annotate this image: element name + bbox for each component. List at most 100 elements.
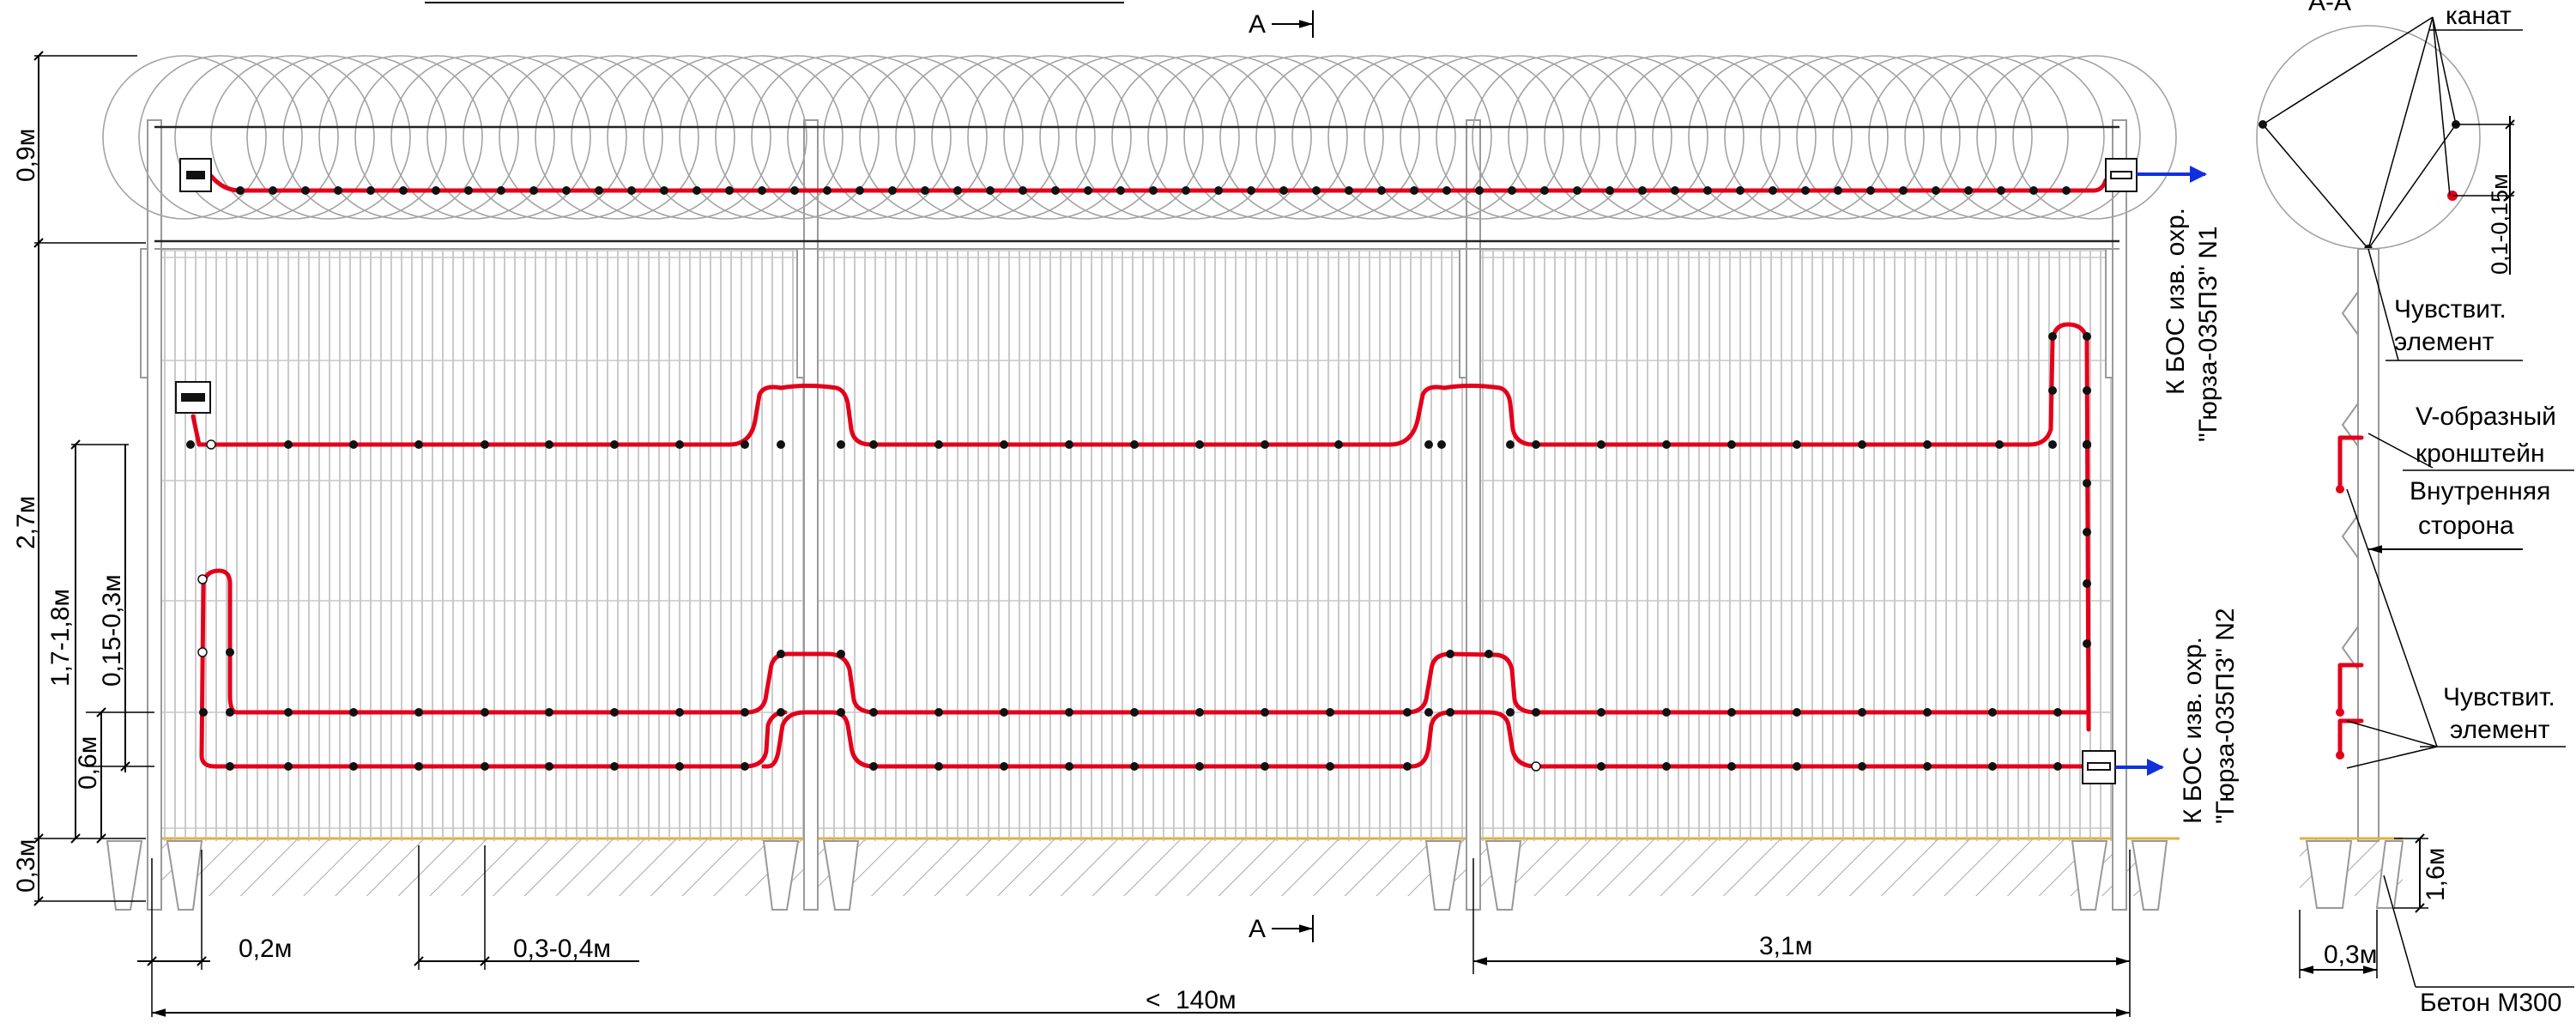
cable-clip	[1988, 708, 1997, 717]
cable-clip	[1051, 186, 1060, 195]
svg-text:0,2м: 0,2м	[239, 935, 292, 963]
cable-clip	[1130, 708, 1139, 717]
svg-text:V-образный: V-образный	[2416, 403, 2556, 431]
cable-clip	[2083, 332, 2091, 341]
cable-clip	[1065, 762, 1073, 771]
cable-clip	[432, 186, 440, 195]
cable-clip	[284, 762, 293, 771]
razor-coil	[1183, 55, 1348, 220]
cable-clip	[349, 440, 358, 449]
razor-coil	[1327, 55, 1492, 220]
razor-coil	[1436, 55, 1600, 220]
razor-coil	[174, 55, 339, 220]
cable-clip	[206, 439, 216, 450]
cable-clip	[1279, 186, 1288, 195]
razor-coil	[823, 55, 988, 220]
cable-clip	[1662, 762, 1671, 771]
cable-clip	[1531, 761, 1541, 772]
svg-text:0,3-0,4м: 0,3-0,4м	[513, 935, 611, 963]
cable-clip	[1403, 708, 1412, 717]
cable-clip	[1437, 440, 1446, 449]
cable-clip	[1508, 186, 1516, 195]
cable-clip	[2053, 762, 2062, 771]
cable-clip	[1923, 708, 1932, 717]
cable-clip	[837, 440, 845, 449]
razor-coil	[895, 55, 1060, 220]
cable-clip	[725, 186, 734, 195]
cable-clip	[1834, 186, 1842, 195]
cable-clip	[1995, 440, 2004, 449]
cable-clip	[1597, 440, 1605, 449]
cable-clip	[1442, 186, 1451, 195]
bottom-dimensions: 0,2м 0,3-0,4м 3,1м < 140м	[137, 845, 2131, 1017]
cable-clip	[197, 574, 208, 584]
cable-clip	[777, 708, 785, 717]
svg-text:К БОС изв. охр.: К БОС изв. охр.	[2162, 208, 2190, 395]
cable-clip	[1671, 186, 1679, 195]
cable-clip	[2083, 639, 2091, 648]
cable-clip	[1703, 186, 1712, 195]
razor-coil	[787, 55, 952, 220]
cable-clip	[869, 708, 878, 717]
razor-coil	[1724, 55, 1889, 220]
cable-clip	[1000, 762, 1008, 771]
razor-coil	[535, 55, 699, 220]
concrete-label: Бетон М300	[2420, 989, 2561, 1017]
svg-text:0,3м: 0,3м	[12, 839, 40, 893]
cable-clip	[1866, 186, 1875, 195]
cable-clip	[1997, 186, 2005, 195]
cable-clip	[1485, 650, 1493, 658]
cable-clip	[741, 440, 749, 449]
svg-text:1,7-1,8м: 1,7-1,8м	[46, 589, 75, 687]
cable-clip	[953, 186, 962, 195]
cable-clip	[986, 186, 995, 195]
razor-coil	[1219, 55, 1384, 220]
svg-text:элемент: элемент	[2394, 328, 2494, 356]
foundation	[166, 840, 203, 911]
cable-clip	[1597, 762, 1605, 771]
cable-clip	[1195, 762, 1204, 771]
cable-clip	[1261, 708, 1269, 717]
razor-coil	[1760, 55, 1925, 220]
rope-label: канат	[2446, 2, 2512, 30]
razor-coil	[318, 55, 483, 220]
cable-clip	[1446, 650, 1454, 658]
cable-clip	[269, 186, 277, 195]
cable-clip	[1000, 708, 1008, 717]
cable-clip	[1597, 708, 1605, 717]
cable-clip	[1065, 708, 1073, 717]
razor-coil	[715, 55, 880, 220]
cable-clip	[1326, 708, 1334, 717]
cable-clip	[934, 762, 943, 771]
cable-clip	[1182, 186, 1190, 195]
cable-clip	[1261, 762, 1269, 771]
cable-clip	[1793, 440, 1801, 449]
output-arrows	[2115, 166, 2207, 776]
cable-clip	[349, 708, 358, 717]
cable-clip	[199, 708, 208, 717]
foundation	[822, 840, 860, 911]
cable-clip	[226, 648, 234, 657]
razor-coil	[426, 55, 591, 220]
cable-clip	[1727, 708, 1736, 717]
cable-clip	[1662, 440, 1671, 449]
cable-clip	[464, 186, 473, 195]
razor-coil	[1868, 55, 2033, 220]
cable-clip	[545, 708, 553, 717]
sensor-cables	[186, 173, 2108, 772]
support-ropes	[154, 125, 2119, 250]
foundation	[106, 840, 143, 911]
cable-clip	[610, 440, 619, 449]
cable-clip	[1532, 708, 1540, 717]
cable-clip	[1727, 440, 1736, 449]
cable-clip	[2083, 579, 2091, 588]
svg-text:0,1-0,15м: 0,1-0,15м	[2487, 173, 2513, 275]
cable-clip	[1326, 762, 1334, 771]
sensor-cable-upper	[190, 322, 2091, 732]
svg-text:1,6м: 1,6м	[2422, 848, 2450, 901]
zone-label-n1: К БОС изв. охр. "Гюрза-035ПЗ" N1	[2162, 208, 2222, 442]
razor-coil	[390, 55, 555, 220]
cable-clip	[837, 650, 845, 658]
razor-coil	[1111, 55, 1276, 220]
cable-clip	[481, 440, 489, 449]
